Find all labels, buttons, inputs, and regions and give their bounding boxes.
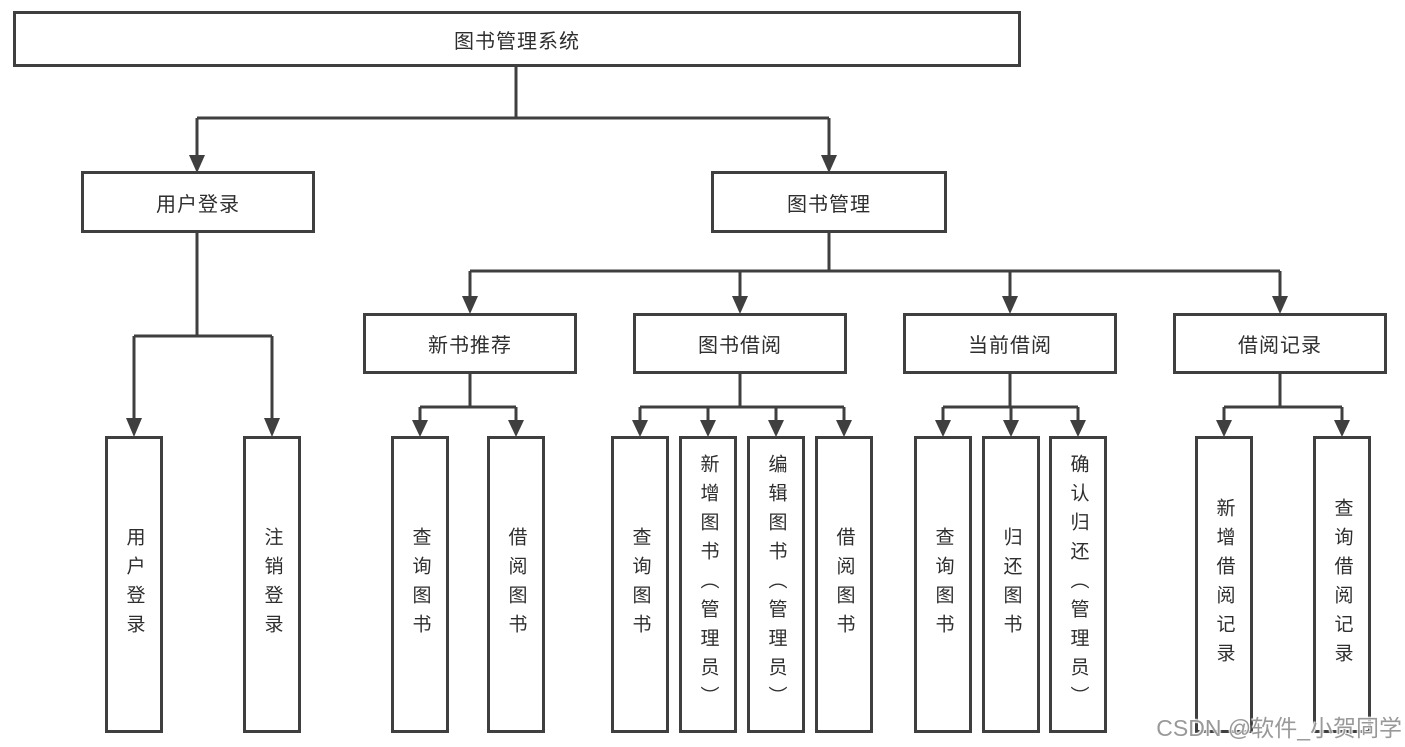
leaf-borrow-books-1: 借阅图书 (487, 436, 545, 733)
leaf-return-book: 归还图书 (982, 436, 1040, 733)
leaf-label: 新增借阅记录 (1213, 497, 1235, 672)
node-label: 图书借阅 (698, 335, 782, 357)
node-book-borrow: 图书借阅 (633, 313, 847, 374)
node-new-book-recommend: 新书推荐 (363, 313, 577, 374)
node-label: 借阅记录 (1238, 335, 1322, 357)
node-label: 新书推荐 (428, 335, 512, 357)
leaf-user-login: 用户登录 (105, 436, 163, 733)
node-current-borrow: 当前借阅 (903, 313, 1117, 374)
leaf-label: 确认归还（管理员） (1067, 454, 1089, 715)
leaf-label: 归还图书 (1000, 526, 1022, 643)
node-label: 当前借阅 (968, 335, 1052, 357)
node-borrow-records: 借阅记录 (1173, 313, 1387, 374)
node-book-management: 图书管理 (711, 171, 947, 233)
leaf-add-book-admin: 新增图书（管理员） (679, 436, 737, 733)
leaf-label: 编辑图书（管理员） (765, 454, 787, 715)
leaf-label: 新增图书（管理员） (697, 454, 719, 715)
leaf-label: 查询图书 (932, 526, 954, 643)
leaf-logout: 注销登录 (243, 436, 301, 733)
leaf-label: 注销登录 (261, 526, 283, 643)
leaf-edit-book-admin: 编辑图书（管理员） (747, 436, 805, 733)
node-label: 图书管理 (787, 193, 871, 216)
node-book-management-system: 图书管理系统 (13, 11, 1021, 67)
node-user-login: 用户登录 (81, 171, 315, 233)
leaf-label: 查询图书 (629, 526, 651, 643)
leaf-confirm-return-admin: 确认归还（管理员） (1049, 436, 1107, 733)
watermark: CSDN @软件_小贺同学 (1156, 715, 1402, 741)
leaf-query-books-3: 查询图书 (914, 436, 972, 733)
leaf-label: 借阅图书 (505, 526, 527, 643)
leaf-add-borrow-record: 新增借阅记录 (1195, 436, 1253, 733)
leaf-query-borrow-record: 查询借阅记录 (1313, 436, 1371, 733)
node-label: 图书管理系统 (454, 30, 580, 53)
leaf-label: 用户登录 (123, 526, 145, 643)
leaf-query-books-2: 查询图书 (611, 436, 669, 733)
leaf-label: 查询图书 (409, 526, 431, 643)
leaf-label: 查询借阅记录 (1331, 497, 1353, 672)
node-label: 用户登录 (156, 193, 240, 216)
leaf-label: 借阅图书 (833, 526, 855, 643)
leaf-borrow-books-2: 借阅图书 (815, 436, 873, 733)
leaf-query-books-1: 查询图书 (391, 436, 449, 733)
